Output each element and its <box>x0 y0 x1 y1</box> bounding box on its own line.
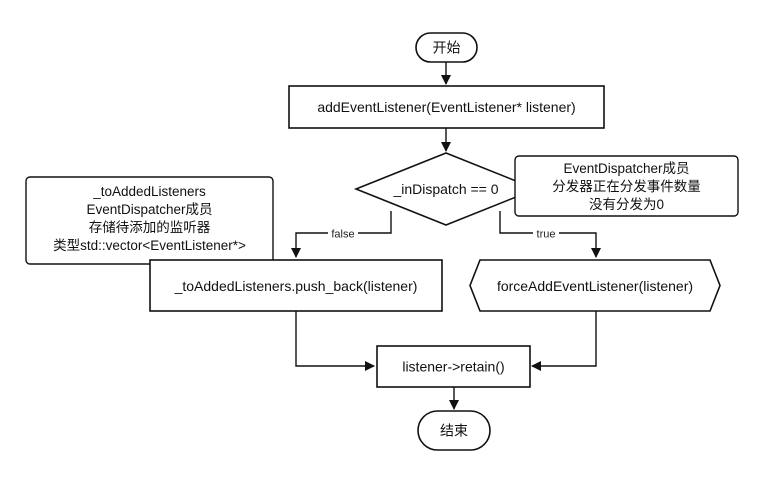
force-add-node: forceAddEventListener(listener) <box>469 259 721 312</box>
in-dispatch-decision-shape <box>353 152 539 226</box>
start-node-label: 开始 <box>433 40 461 56</box>
push-back-label: _toAddedListeners.push_back(listener) <box>174 278 418 294</box>
retain-label: listener->retain() <box>402 359 504 375</box>
in-dispatch-decision: _inDispatch == 0 <box>353 152 539 226</box>
add-event-listener-shape <box>288 85 605 129</box>
to-added-listeners-note-line-1: _toAddedListeners <box>92 184 206 199</box>
push-back-shape <box>149 259 443 312</box>
in-dispatch-decision-label: _inDispatch == 0 <box>392 181 498 197</box>
in-dispatch-note-line-1: EventDispatcher成员 <box>563 161 689 176</box>
force-add-shape <box>469 259 721 312</box>
retain-shape <box>376 345 531 388</box>
retain-node: listener->retain() <box>376 345 531 388</box>
edge-force-to-retain <box>531 311 597 371</box>
false-label-bg <box>328 227 358 240</box>
start-node: 开始 <box>415 32 478 63</box>
to-added-listeners-note: _toAddedListeners EventDispatcher成员 存储待添… <box>25 176 274 265</box>
end-node: 结束 <box>417 410 491 451</box>
add-event-listener-label: addEventListener(EventListener* listener… <box>317 99 575 115</box>
start-node-shape <box>415 32 478 63</box>
push-back-node: _toAddedListeners.push_back(listener) <box>149 259 443 312</box>
edge-pushback-to-retain <box>295 311 375 371</box>
in-dispatch-note-line-3: 没有分发为0 <box>589 197 664 212</box>
force-add-label: forceAddEventListener(listener) <box>497 278 693 294</box>
in-dispatch-note-shape <box>514 155 739 217</box>
true-label: true <box>537 229 556 241</box>
true-label-bg <box>533 227 559 240</box>
end-node-label: 结束 <box>440 423 468 439</box>
false-label: false <box>331 229 354 241</box>
to-added-listeners-note-line-3: 存储待添加的监听器 <box>89 220 211 235</box>
to-added-listeners-note-line-4: 类型std::vector<EventListener*> <box>53 238 246 253</box>
in-dispatch-note: EventDispatcher成员 分发器正在分发事件数量 没有分发为0 <box>514 155 739 217</box>
to-added-listeners-note-line-2: EventDispatcher成员 <box>86 202 212 217</box>
add-event-listener-node: addEventListener(EventListener* listener… <box>288 85 605 129</box>
in-dispatch-note-line-2: 分发器正在分发事件数量 <box>552 179 701 194</box>
end-node-shape <box>417 410 491 451</box>
